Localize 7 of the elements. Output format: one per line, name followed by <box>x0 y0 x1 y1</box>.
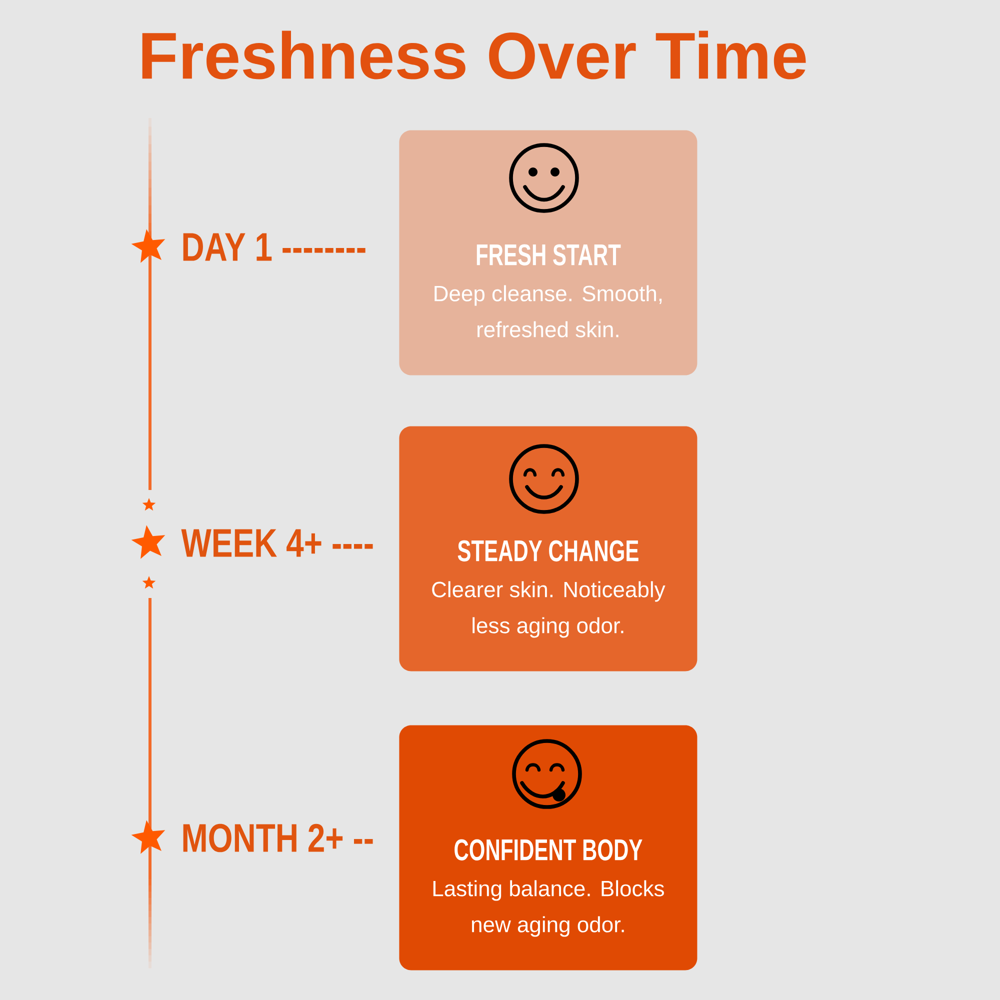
time-label: DAY 1 -------- <box>183 233 366 261</box>
card: CONFIDENT BODY Lasting balance. Blocks new aging odor. <box>399 725 698 970</box>
time-label: WEEK 4+ ---- <box>181 529 373 557</box>
time-label: MONTH 2+ -- <box>183 824 373 852</box>
card: FRESH START Deep cleanse. Smooth, refreshed skin. <box>399 130 698 376</box>
title: Freshness Over Time <box>142 30 806 80</box>
card: STEADY CHANGE Clearer skin. Noticeably less aging odor. <box>399 426 698 672</box>
